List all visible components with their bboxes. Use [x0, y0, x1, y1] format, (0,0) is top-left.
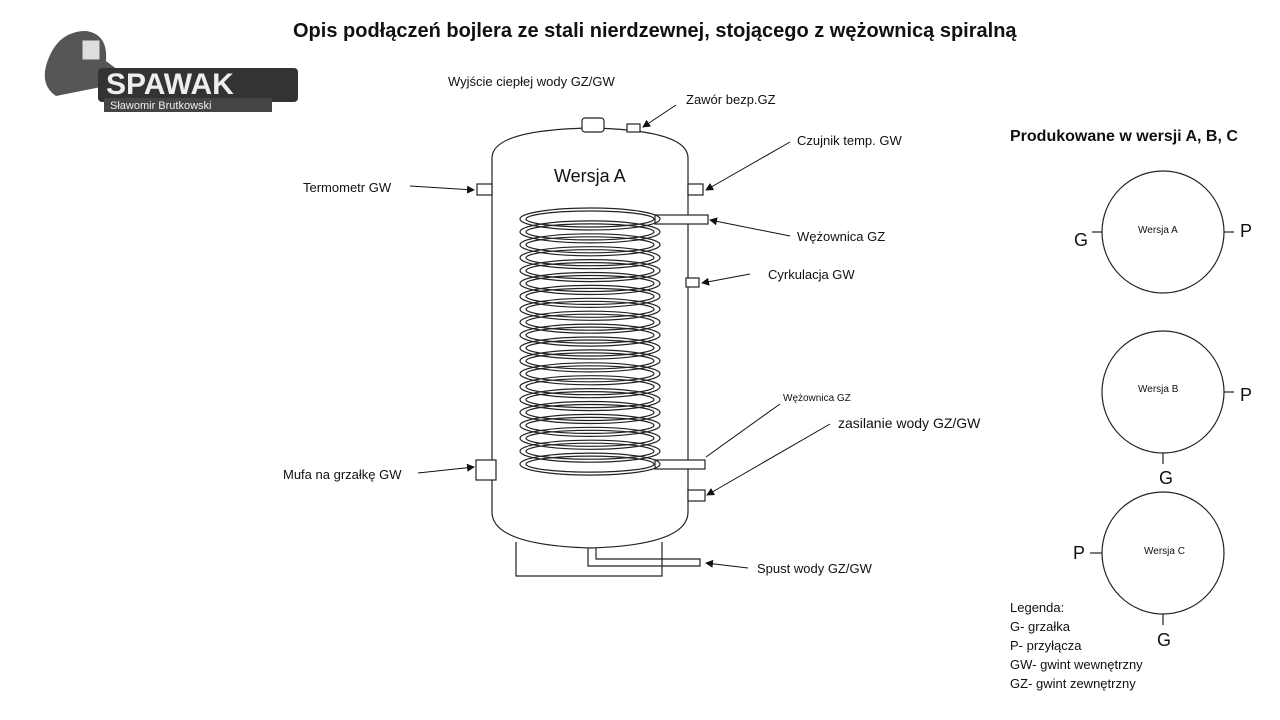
label-safety-valve: Zawór bezp.GZ: [686, 92, 776, 107]
coil-top-pipe: [654, 214, 709, 225]
coil-ring: [525, 287, 655, 305]
coil-ring: [519, 452, 661, 476]
hot-outlet-port: [581, 117, 605, 133]
coil-ring: [519, 259, 661, 283]
version-a-left: G: [1074, 230, 1089, 250]
coil-ring: [525, 274, 655, 293]
page-title: Opis podłączeń bojlera ze stali nierdzew…: [293, 20, 1017, 42]
versions-heading: Produkowane w wersji A, B, C: [1010, 128, 1238, 145]
logo-subtitle: Sławomir Brutkowski: [110, 100, 211, 112]
version-b-diagram: [1101, 330, 1234, 464]
coil-ring: [519, 310, 661, 334]
tank-version-label: Wersja A: [554, 166, 626, 186]
coil-ring: [525, 313, 655, 331]
coil-ring: [519, 439, 661, 463]
coil-ring: [519, 426, 661, 450]
label-drain: Spust wody GZ/GW: [757, 561, 872, 576]
label-hot-outlet: Wyjście ciepłej wody GZ/GW: [448, 74, 615, 89]
coil-ring: [519, 413, 661, 437]
circulation-port: [685, 277, 700, 288]
coil-ring: [525, 249, 655, 267]
version-c-bottom: G: [1157, 630, 1172, 650]
label-water-supply: zasilanie wody GZ/GW: [838, 415, 981, 431]
legend-item: GW- gwint wewnętrzny: [1010, 657, 1143, 672]
version-b-right: P: [1240, 385, 1253, 405]
legend-item: P- przyłącza: [1010, 638, 1082, 653]
label-temp-sensor: Czujnik temp. GW: [797, 133, 902, 148]
coil-ring: [525, 210, 655, 228]
coil-ring: [525, 339, 655, 357]
coil-ring: [525, 378, 655, 396]
safety-valve-port: [626, 123, 641, 133]
spawak-logo: SPAWAK Sławomir Brutkowski: [36, 26, 298, 116]
label-coil-bottom: Wężownica GZ: [783, 393, 851, 404]
coil-ring: [525, 365, 655, 383]
coil-ring: [519, 233, 661, 257]
legend-item: GZ- gwint zewnętrzny: [1010, 676, 1136, 691]
coil-ring: [519, 246, 661, 270]
version-a-right: P: [1240, 221, 1253, 241]
coil-ring: [519, 362, 661, 386]
coil-ring: [525, 352, 655, 370]
coil-ring: [519, 388, 661, 412]
coil-ring: [519, 207, 661, 231]
label-thermometer: Termometr GW: [303, 180, 392, 195]
drain-pipe: [587, 548, 701, 567]
coil-ring: [519, 323, 661, 347]
coil-ring: [519, 220, 661, 244]
coil-ring: [525, 416, 655, 434]
coil-ring: [525, 223, 655, 241]
version-a-name: Wersja A: [1138, 225, 1178, 236]
coil-ring: [525, 262, 655, 280]
tank-body: [491, 127, 689, 549]
coil-ring: [519, 336, 661, 360]
coil-ring: [525, 442, 655, 460]
coil-bottom-pipe: [654, 459, 706, 470]
version-a-diagram: [1092, 170, 1234, 294]
label-circulation: Cyrkulacja GW: [768, 267, 855, 282]
legend: Legenda: G- grzałka P- przyłącza GW- gwi…: [1010, 598, 1143, 693]
label-coil-top: Wężownica GZ: [797, 229, 886, 244]
legend-title: Legenda:: [1010, 600, 1065, 615]
coil-ring: [525, 326, 655, 344]
legend-item: G- grzałka: [1010, 619, 1070, 634]
coil-ring: [525, 300, 655, 318]
coil-ring: [525, 455, 655, 473]
coil-ring: [525, 403, 655, 422]
coil-ring: [525, 391, 655, 409]
heater-socket-port: [475, 459, 497, 481]
coil-ring: [519, 297, 661, 321]
version-c-diagram: [1090, 491, 1225, 625]
coil-ring: [525, 236, 655, 254]
label-heater-socket: Mufa na grzałkę GW: [283, 467, 402, 482]
coil-ring: [519, 400, 661, 425]
temp-sensor-port: [687, 183, 704, 196]
coil-ring: [519, 271, 661, 296]
version-b-name: Wersja B: [1138, 384, 1179, 395]
logo-text: SPAWAK: [106, 68, 234, 101]
thermometer-port: [476, 183, 493, 196]
water-supply-port: [687, 489, 706, 502]
coil-ring: [525, 429, 655, 447]
coil-ring: [519, 284, 661, 308]
version-b-bottom: G: [1159, 468, 1174, 488]
spiral-coil: [519, 207, 661, 476]
coil-ring: [519, 375, 661, 399]
version-c-name: Wersja C: [1144, 546, 1185, 557]
coil-ring: [519, 349, 661, 373]
version-c-left: P: [1073, 543, 1086, 563]
